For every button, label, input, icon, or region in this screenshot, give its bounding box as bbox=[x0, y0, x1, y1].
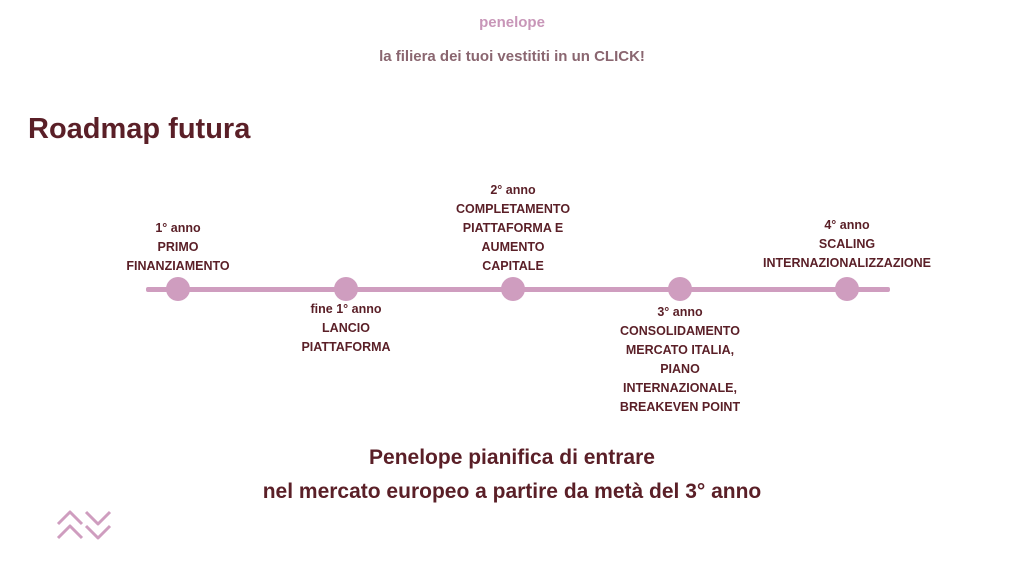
milestone-label-2: fine 1° anno LANCIO PIATTAFORMA bbox=[246, 300, 446, 357]
milestone-4-line-6: BREAKEVEN POINT bbox=[619, 400, 741, 414]
milestone-dot-3 bbox=[501, 277, 525, 301]
tagline: la filiera dei tuoi vestititi in un CLIC… bbox=[379, 48, 645, 65]
milestone-3-line-3: PIATTAFORMA E bbox=[462, 221, 564, 235]
milestone-3-line-2: COMPLETAMENTO bbox=[455, 202, 571, 216]
chevron-zigzag-icon bbox=[56, 510, 112, 540]
milestone-5-line-3: INTERNAZIONALIZZAZIONE bbox=[762, 256, 932, 270]
milestone-dot-2 bbox=[334, 277, 358, 301]
summary-line-1: Penelope pianifica di entrare bbox=[369, 446, 655, 469]
milestone-4-line-4: PIANO bbox=[660, 362, 700, 376]
milestone-5-line-2: SCALING bbox=[818, 237, 876, 251]
milestone-1-line-1: 1° anno bbox=[155, 221, 201, 235]
milestone-4-line-3: MERCATO ITALIA, bbox=[625, 343, 735, 357]
milestone-dot-1 bbox=[166, 277, 190, 301]
summary-text: Penelope pianifica di entrare nel mercat… bbox=[0, 441, 1024, 509]
milestone-label-3: 2° anno COMPLETAMENTO PIATTAFORMA E AUME… bbox=[413, 181, 613, 276]
milestone-3-line-4: AUMENTO bbox=[481, 240, 545, 254]
milestone-dot-5 bbox=[835, 277, 859, 301]
milestone-3-line-5: CAPITALE bbox=[482, 259, 544, 273]
milestone-2-line-1: fine 1° anno bbox=[310, 302, 382, 316]
milestone-1-line-3: FINANZIAMENTO bbox=[126, 259, 230, 273]
milestone-4-line-5: INTERNAZIONALE, bbox=[623, 381, 737, 395]
milestone-2-line-3: PIATTAFORMA bbox=[301, 340, 391, 354]
milestone-3-line-1: 2° anno bbox=[490, 183, 536, 197]
milestone-4-line-1: 3° anno bbox=[657, 305, 703, 319]
milestone-5-line-1: 4° anno bbox=[824, 218, 870, 232]
milestone-dot-4 bbox=[668, 277, 692, 301]
milestone-4-line-2: CONSOLIDAMENTO bbox=[620, 324, 740, 338]
summary-line-2: nel mercato europeo a partire da metà de… bbox=[262, 480, 762, 503]
milestone-2-line-2: LANCIO bbox=[322, 321, 370, 335]
milestone-label-4: 3° anno CONSOLIDAMENTO MERCATO ITALIA, P… bbox=[580, 303, 780, 417]
milestone-1-line-2: PRIMO bbox=[157, 240, 199, 254]
milestone-label-5: 4° anno SCALING INTERNAZIONALIZZAZIONE bbox=[747, 216, 947, 273]
milestone-label-1: 1° anno PRIMO FINANZIAMENTO bbox=[78, 219, 278, 276]
page-title: Roadmap futura bbox=[28, 113, 251, 145]
brand-name: penelope bbox=[479, 14, 545, 31]
